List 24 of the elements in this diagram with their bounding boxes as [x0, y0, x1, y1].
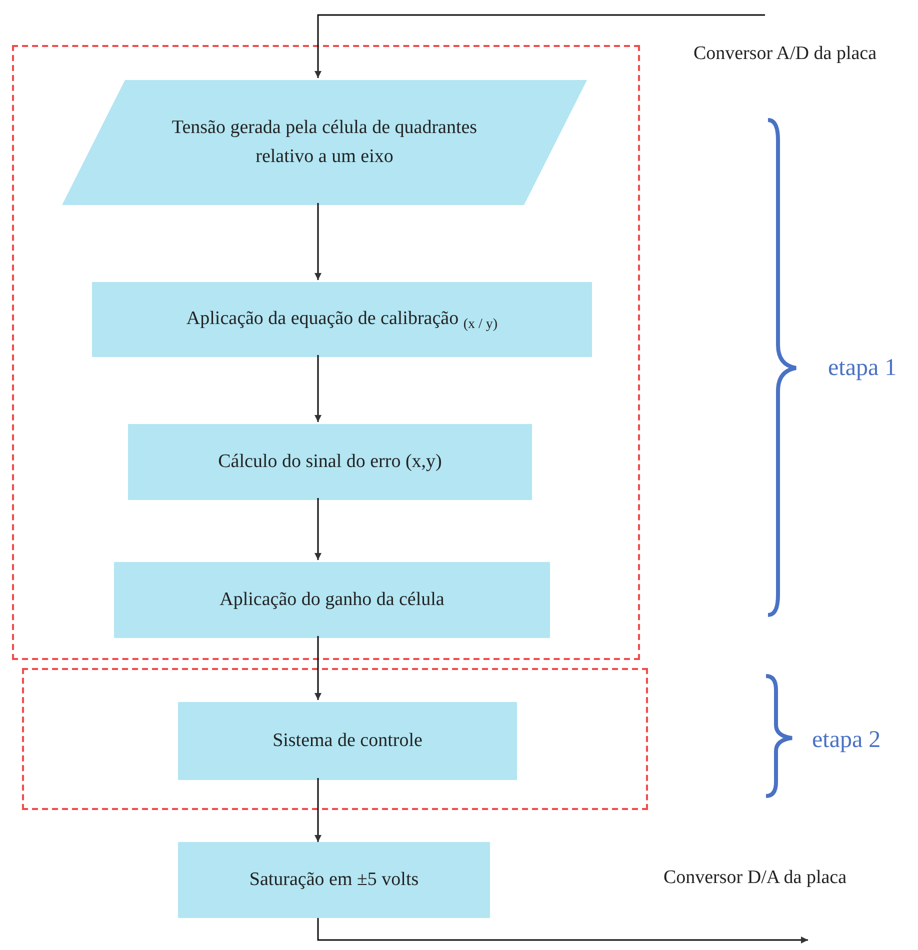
- box-text: Tensão gerada pela célula de quadrantes relativo a um eixo: [170, 116, 478, 168]
- arrow: [314, 498, 322, 560]
- box-text: Cálculo do sinal do erro (x,y): [218, 450, 442, 474]
- box-text: Aplicação da equação de calibração $_{(x / y)}$: [186, 307, 498, 334]
- arrow: [317, 918, 808, 944]
- arrow: [314, 203, 322, 280]
- process-box: [178, 702, 517, 780]
- converter-label: Conversor A/D da placa: [692, 42, 878, 66]
- box-text: Saturação em ±5 volts: [249, 868, 419, 892]
- process-box: [114, 562, 550, 638]
- arrow: [314, 355, 322, 422]
- stage-label: etapa 1: [828, 354, 897, 383]
- box-text: Aplicação do ganho da célula: [220, 588, 444, 612]
- process-box: [92, 282, 592, 357]
- process-box: [178, 842, 490, 918]
- box-text: Sistema de controle: [272, 728, 422, 753]
- dashed-group-box: [22, 668, 648, 810]
- arrow: [314, 778, 322, 842]
- process-box: [128, 424, 532, 500]
- converter-label: Conversor D/A da placa: [662, 866, 848, 890]
- arrow: [314, 636, 322, 700]
- dashed-group-box: [12, 45, 640, 660]
- arrow: [314, 14, 765, 78]
- stage-label: etapa 2: [812, 726, 881, 755]
